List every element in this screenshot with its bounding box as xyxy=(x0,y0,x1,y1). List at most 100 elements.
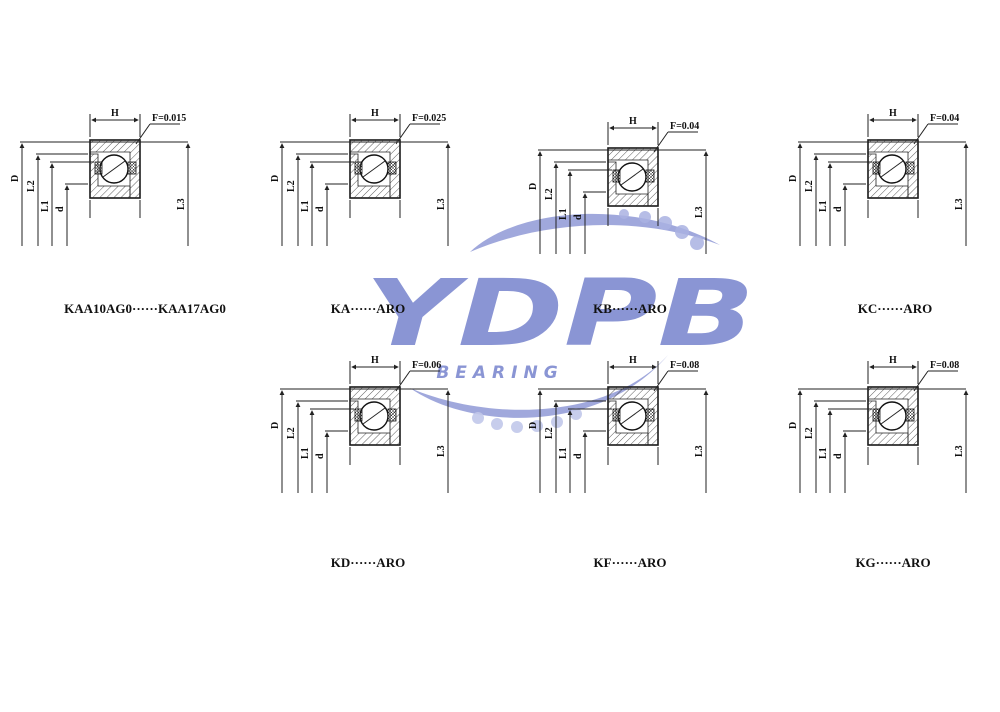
label-h: H xyxy=(629,116,637,127)
seal-left xyxy=(354,408,363,422)
caption-kg: KG······ARO xyxy=(855,555,930,570)
tolerance-label: F=0.08 xyxy=(670,360,699,371)
seal-left xyxy=(94,161,103,175)
label-h: H xyxy=(111,108,119,119)
tolerance-label: F=0.04 xyxy=(670,121,699,132)
seal-right xyxy=(127,161,137,175)
inner-ring xyxy=(89,153,131,199)
label-L2: L2 xyxy=(286,180,297,192)
label-D: D xyxy=(788,422,799,429)
tolerance-label: F=0.08 xyxy=(930,360,959,371)
tolerance-label: F=0.06 xyxy=(412,360,441,371)
contact-line xyxy=(620,407,644,425)
watermark-subtitle: BEARING xyxy=(436,363,563,383)
contact-line xyxy=(620,168,644,186)
label-L2: L2 xyxy=(544,427,555,439)
caption-kc: KC······ARO xyxy=(858,301,932,316)
label-L1: L1 xyxy=(818,200,829,212)
tolerance-label: F=0.025 xyxy=(412,113,446,124)
label-d: d xyxy=(833,453,844,459)
label-d: d xyxy=(55,206,66,212)
ydpb-watermark: YDPB BEARING xyxy=(365,209,755,433)
label-L3: L3 xyxy=(954,445,965,457)
label-L3: L3 xyxy=(694,445,705,457)
watermark-lower-rollers xyxy=(472,408,582,433)
caption-kf: KF······ARO xyxy=(594,555,667,570)
seal-right xyxy=(645,408,655,422)
label-D: D xyxy=(528,422,539,429)
label-L3: L3 xyxy=(694,206,705,218)
label-h: H xyxy=(889,355,897,366)
seal-right xyxy=(645,169,655,183)
label-D: D xyxy=(270,175,281,182)
seal-right xyxy=(387,161,397,175)
watermark-logo-text: YDPB xyxy=(365,260,755,367)
seal-right xyxy=(387,408,397,422)
label-h: H xyxy=(371,355,379,366)
tolerance-leader xyxy=(653,370,669,392)
label-L1: L1 xyxy=(818,447,829,459)
label-d: d xyxy=(315,453,326,459)
label-d: d xyxy=(315,206,326,212)
label-L1: L1 xyxy=(300,447,311,459)
tolerance-label: F=0.015 xyxy=(152,113,186,124)
caption-kb: KB······ARO xyxy=(593,301,667,316)
label-L1: L1 xyxy=(40,200,51,212)
caption-kd: KD······ARO xyxy=(331,555,405,570)
tolerance-leader xyxy=(395,123,411,145)
inner-ring xyxy=(867,153,909,199)
contact-line xyxy=(880,407,904,425)
label-L2: L2 xyxy=(26,180,37,192)
caption-kaa: KAA10AG0······KAA17AG0 xyxy=(64,301,226,316)
seal-left xyxy=(612,408,621,422)
inner-ring xyxy=(349,400,391,446)
label-h: H xyxy=(889,108,897,119)
label-L2: L2 xyxy=(544,188,555,200)
tolerance-leader xyxy=(395,370,411,392)
seal-left xyxy=(872,408,881,422)
watermark-ring-rollers xyxy=(619,209,704,250)
seal-left xyxy=(612,169,621,183)
inner-ring xyxy=(349,153,391,199)
tolerance-leader xyxy=(653,131,669,153)
contact-line xyxy=(880,160,904,178)
contact-line xyxy=(362,160,386,178)
inner-ring xyxy=(867,400,909,446)
label-L1: L1 xyxy=(558,208,569,220)
contact-line xyxy=(362,407,386,425)
label-d: d xyxy=(573,214,584,220)
seal-right xyxy=(905,161,915,175)
label-L3: L3 xyxy=(954,198,965,210)
label-D: D xyxy=(270,422,281,429)
tolerance-leader xyxy=(135,123,151,145)
label-h: H xyxy=(629,355,637,366)
label-L3: L3 xyxy=(176,198,187,210)
label-D: D xyxy=(788,175,799,182)
label-L3: L3 xyxy=(436,445,447,457)
tolerance-leader xyxy=(913,123,929,145)
label-d: d xyxy=(573,453,584,459)
label-h: H xyxy=(371,108,379,119)
label-L3: L3 xyxy=(436,198,447,210)
seal-left xyxy=(354,161,363,175)
label-L2: L2 xyxy=(804,427,815,439)
contact-line xyxy=(102,160,126,178)
label-D: D xyxy=(10,175,21,182)
label-d: d xyxy=(833,206,844,212)
tolerance-leader xyxy=(913,370,929,392)
label-L2: L2 xyxy=(804,180,815,192)
caption-ka: KA······ARO xyxy=(331,301,405,316)
seal-right xyxy=(905,408,915,422)
inner-ring xyxy=(607,161,649,207)
label-L1: L1 xyxy=(558,447,569,459)
